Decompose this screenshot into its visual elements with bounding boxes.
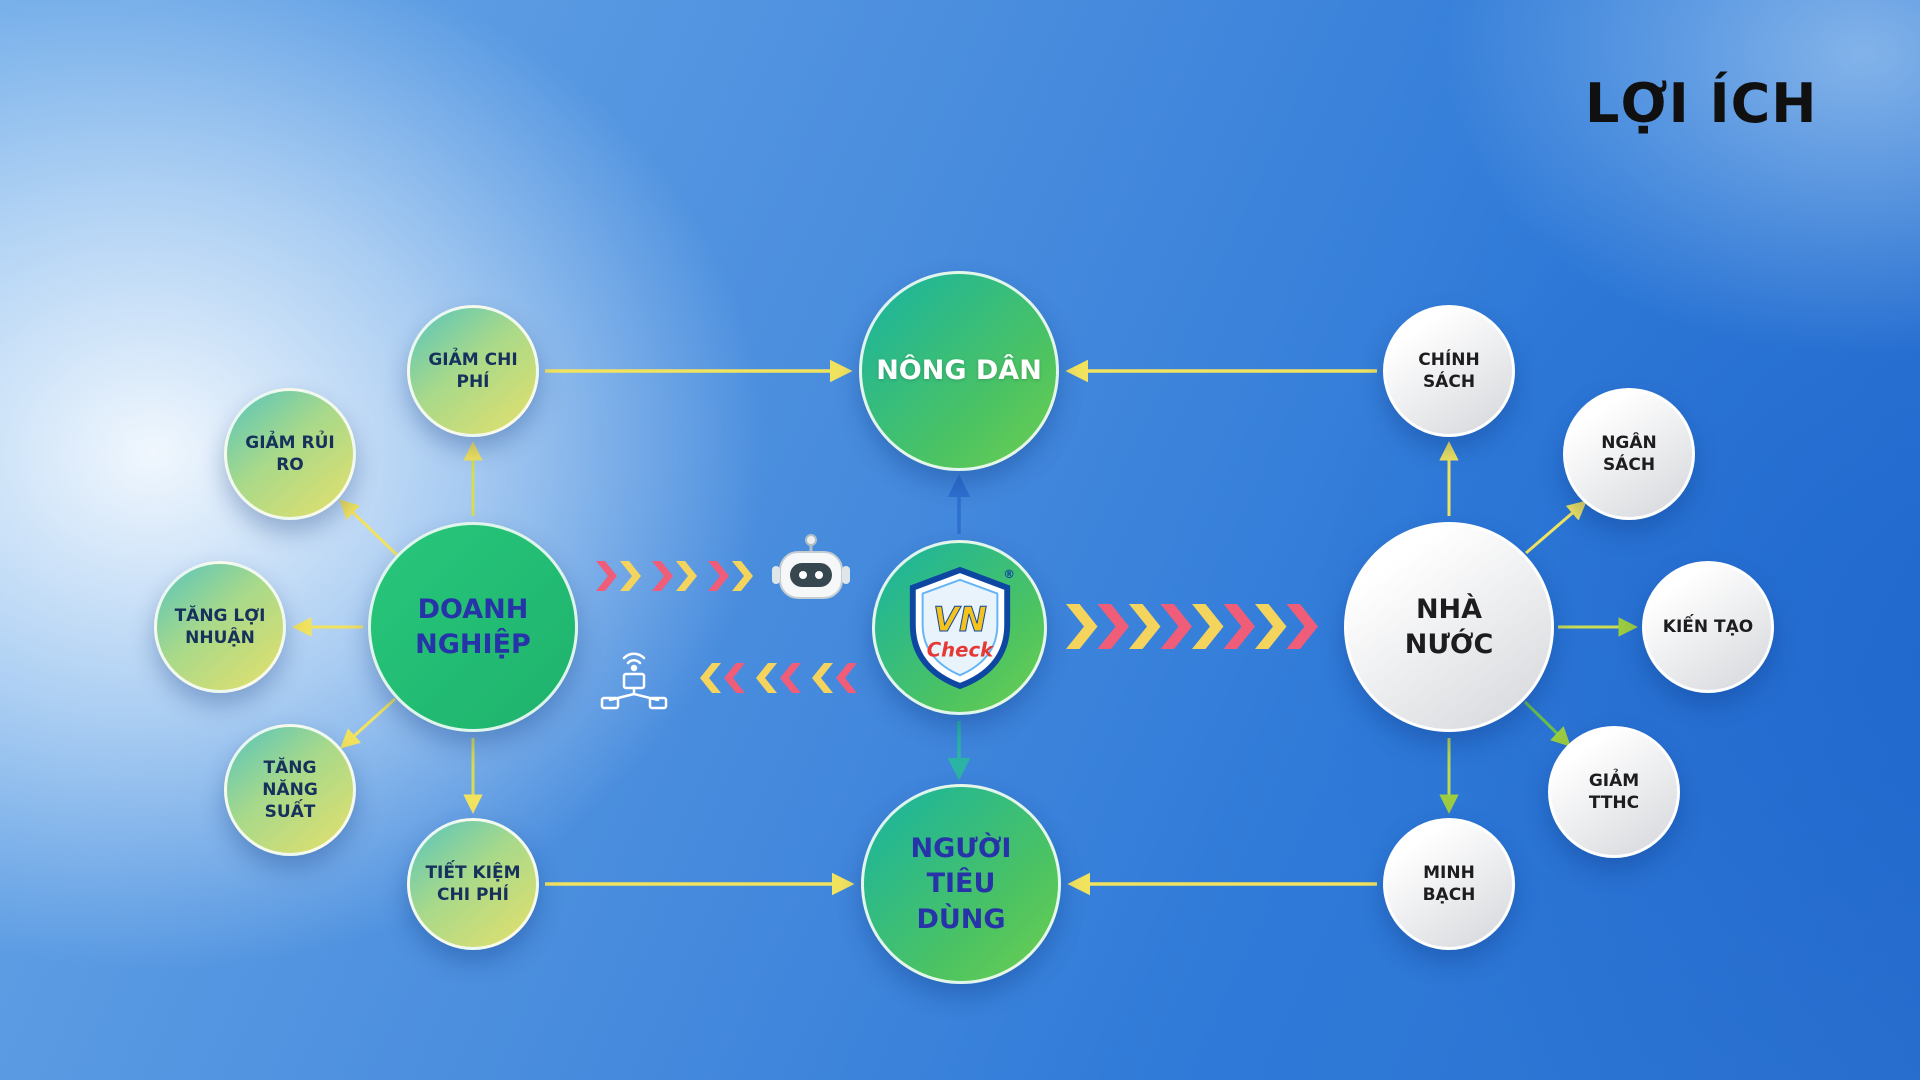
node-tang-loi-nhuan: TĂNG LỢI NHUẬN	[154, 561, 286, 693]
node-kien-tao: KIẾN TẠO	[1642, 561, 1774, 693]
vncheck-shield-icon: VN Check ®	[909, 566, 1015, 689]
logo-check-text: Check	[926, 638, 994, 661]
page-title: LỢI ÍCH	[1585, 72, 1818, 135]
node-giam-rui-ro-label: GIẢM RỦI RO	[245, 432, 335, 475]
node-nguoi-tieu-dung: NGƯỜI TIÊU DÙNG	[861, 784, 1061, 984]
node-giam-rui-ro: GIẢM RỦI RO	[224, 388, 356, 520]
node-tiet-kiem-chi-phi: TIẾT KIỆM CHI PHÍ	[407, 818, 539, 950]
flow-chevrons-right-large	[1066, 604, 1318, 649]
node-kien-tao-label: KIẾN TẠO	[1662, 616, 1754, 637]
logo-registered-mark: ®	[1003, 566, 1015, 580]
node-nha-nuoc: NHÀ NƯỚC	[1344, 522, 1554, 732]
network-devices-icon	[600, 652, 668, 710]
node-tang-nang-suat-label: TĂNG NĂNG SUẤT	[262, 757, 318, 823]
node-nguoi-tieu-dung-label: NGƯỜI TIÊU DÙNG	[910, 833, 1012, 935]
node-chinh-sach: CHÍNH SÁCH	[1383, 305, 1515, 437]
node-tang-loi-nhuan-label: TĂNG LỢI NHUẬN	[174, 605, 266, 648]
node-vncheck-logo: VN Check ®	[872, 540, 1047, 715]
node-nong-dan: NÔNG DÂN	[859, 271, 1059, 471]
node-tiet-kiem-chi-phi-label: TIẾT KIỆM CHI PHÍ	[425, 862, 521, 905]
node-minh-bach-label: MINH BẠCH	[1422, 862, 1476, 905]
node-ngan-sach: NGÂN SÁCH	[1563, 388, 1695, 520]
chatbot-robot-icon	[772, 534, 850, 599]
node-chinh-sach-label: CHÍNH SÁCH	[1418, 349, 1480, 392]
node-doanh-nghiep-label: DOANH NGHIỆP	[415, 593, 531, 660]
node-giam-tthc-label: GIẢM TTHC	[1588, 770, 1640, 813]
logo-vn-text: VN	[933, 599, 987, 638]
node-tang-nang-suat: TĂNG NĂNG SUẤT	[224, 724, 356, 856]
node-minh-bach: MINH BẠCH	[1383, 818, 1515, 950]
node-nong-dan-label: NÔNG DÂN	[876, 355, 1042, 387]
flow-chevrons-left-small	[700, 663, 857, 693]
node-ngan-sach-label: NGÂN SÁCH	[1601, 432, 1657, 475]
node-doanh-nghiep: DOANH NGHIỆP	[368, 522, 578, 732]
node-giam-chi-phi-label: GIẢM CHI PHÍ	[428, 349, 518, 392]
node-giam-chi-phi: GIẢM CHI PHÍ	[407, 305, 539, 437]
node-giam-tthc: GIẢM TTHC	[1548, 726, 1680, 858]
flow-chevrons-right-small	[596, 561, 753, 591]
node-nha-nuoc-label: NHÀ NƯỚC	[1404, 593, 1494, 660]
